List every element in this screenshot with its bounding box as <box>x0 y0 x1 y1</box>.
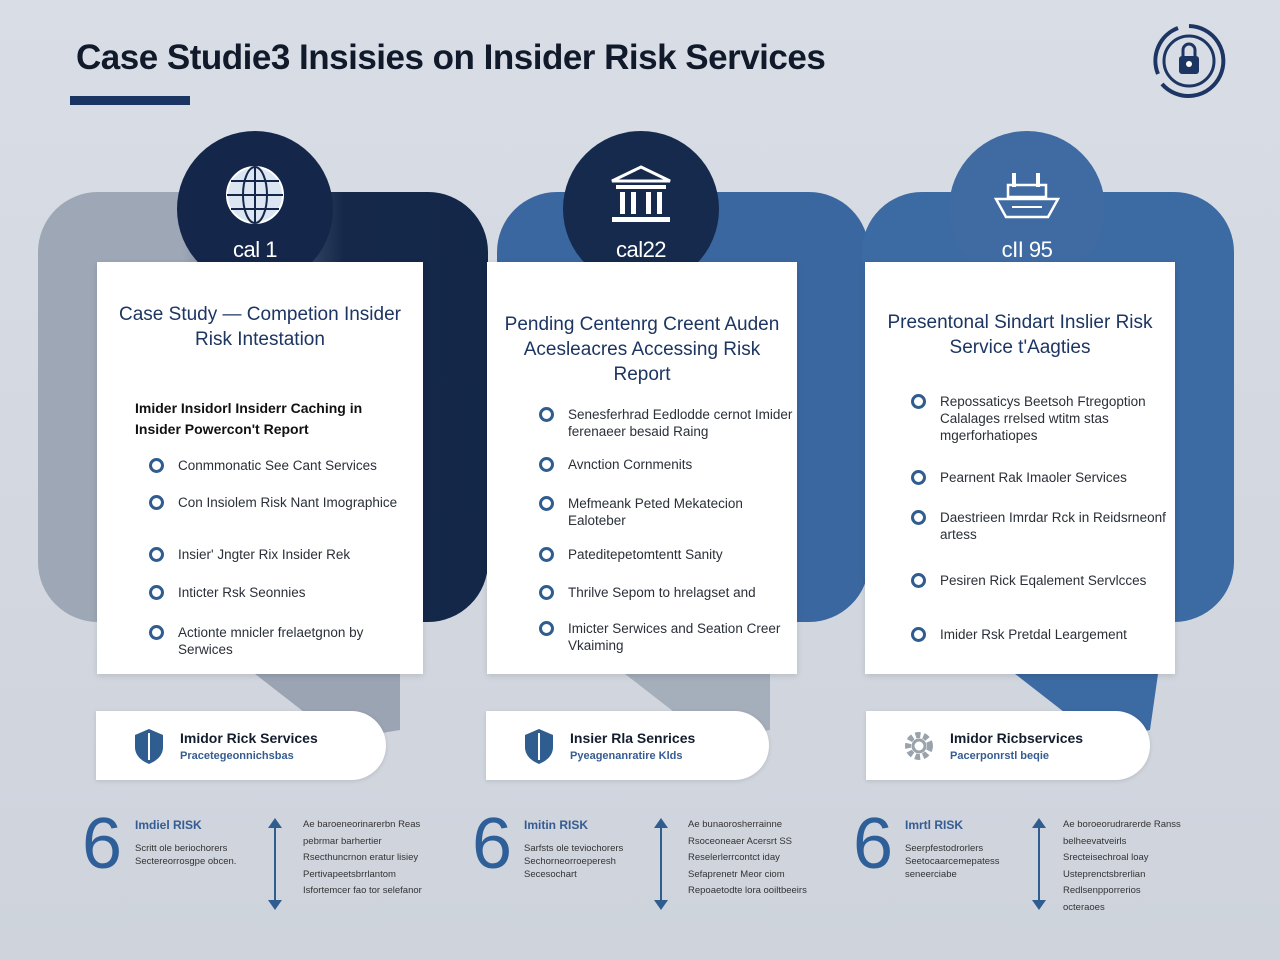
title-underline <box>70 96 190 105</box>
list-item: Inticter Rsk Seonnies <box>149 584 409 601</box>
stat-number: 6 <box>472 804 513 884</box>
footer-text: Scritt ole beriochorers Sectereorrosgpe … <box>135 843 237 867</box>
pill-subtitle: Pyeagenanratire Klds <box>570 749 683 762</box>
pill-title: Imidor Rick Services <box>180 729 318 746</box>
footer-title: Imitin RISK <box>524 818 589 832</box>
case-card-1: Case Study — Competion Insider Risk Inte… <box>97 262 423 674</box>
footer-description: Ae bunaorosherrainne Rsoceoneaer Acersrt… <box>688 819 807 896</box>
footer-title: Imrtl RISK <box>905 818 964 832</box>
bullet-icon <box>539 585 554 600</box>
list-item: Pesiren Rick Eqalement Servlcces <box>911 572 1171 589</box>
shield-icon <box>135 728 163 764</box>
bullet-icon <box>539 547 554 562</box>
bullet-icon <box>539 496 554 511</box>
list-item: Imicter Serwices and Seation Creer Vkaim… <box>539 620 799 654</box>
footer-title: Imdiel RISK <box>135 818 202 832</box>
ship-icon <box>993 173 1061 219</box>
card-title: Pending Centenrg Creent Auden Acesleacre… <box>504 314 780 385</box>
bullet-icon <box>149 625 164 640</box>
list-item: Con Insiolem Risk Nant Imographice <box>149 494 409 511</box>
bullet-icon <box>911 510 926 525</box>
pill-title: Insier Rla Senrices <box>570 729 696 746</box>
shield-icon <box>525 728 553 764</box>
lock-person-icon <box>1153 24 1226 98</box>
list-item: Mefmeank Peted Mekatecion Ealoteber <box>539 495 799 529</box>
double-arrow-icon <box>1032 818 1046 910</box>
case-badge-1: cal 1 <box>177 131 333 287</box>
bullet-icon <box>149 495 164 510</box>
case-card-2: Pending Centenrg Creent Auden Acesleacre… <box>487 262 797 674</box>
list-item: Actionte mnicler frelaetgnon by Serwices <box>149 624 409 658</box>
bullet-icon <box>911 470 926 485</box>
card-title: Case Study — Competion Insider Risk Inte… <box>119 304 401 350</box>
service-pill-2[interactable]: Insier Rla Senrices Pyeagenanratire Klds <box>486 711 769 780</box>
footer-text: Seerpfestodrorlers Seetocaarcemepatess s… <box>905 843 1000 880</box>
list-item: Conmmonatic See Cant Services <box>149 457 409 474</box>
bullet-icon <box>911 394 926 409</box>
list-item: Pearnent Rak Imaoler Services <box>911 469 1171 486</box>
list-item: Repossaticys Beetsoh Ftregoption Calalag… <box>911 393 1171 444</box>
footer-description: Ae baroeneorinarerbn Reas pebrmar barher… <box>303 819 422 896</box>
case-badge-label: cal 1 <box>233 237 277 262</box>
bullet-icon <box>149 458 164 473</box>
bullet-icon <box>149 585 164 600</box>
bullet-icon <box>539 457 554 472</box>
bullet-icon <box>539 407 554 422</box>
case-card-3: Presentonal Sindart Inslier Risk Service… <box>865 262 1175 674</box>
globe-icon <box>226 166 284 224</box>
list-item: Thrilve Sepom to hrelagset and <box>539 584 799 601</box>
pill-subtitle: Pracetegeonnichsbas <box>180 749 294 762</box>
page-title: Case Studie3 Insisies on Insider Risk Se… <box>76 38 826 77</box>
pill-subtitle: Pacerponrstl beqie <box>950 749 1050 762</box>
case-badge-3: cII 95 <box>949 131 1105 287</box>
double-arrow-icon <box>654 818 668 910</box>
bullet-icon <box>539 621 554 636</box>
list-item: Imider Rsk Pretdal Leargement <box>911 626 1171 643</box>
bank-icon <box>611 165 671 222</box>
footer-description: Ae boroeorudrarerde Ranss belheevatveirl… <box>1063 819 1181 913</box>
list-item: Avnction Cornmenits <box>539 456 799 473</box>
list-item: Senesferhrad Eedlodde cernot Imider fere… <box>539 406 799 440</box>
list-item: Daestrieen Imrdar Rck in Reidsrneonf art… <box>911 509 1171 543</box>
service-pill-3[interactable]: Imidor Ricbservices Pacerponrstl beqie <box>866 711 1150 780</box>
bullet-icon <box>149 547 164 562</box>
stat-number: 6 <box>82 804 123 884</box>
service-pill-1[interactable]: Imidor Rick Services Pracetegeonnichsbas <box>96 711 386 780</box>
card-title: Presentonal Sindart Inslier Risk Service… <box>887 312 1153 358</box>
bullet-icon <box>911 627 926 642</box>
case-badge-label: cII 95 <box>1001 237 1053 262</box>
card-subtitle: Imider Insidorl Insiderr Caching in Insi… <box>135 400 363 437</box>
footer-text: Sarfsts ole teviochorers Sechorneorroepe… <box>524 843 624 880</box>
gear-icon <box>905 731 933 760</box>
bullet-icon <box>911 573 926 588</box>
case-badge-2: cal22 <box>563 131 719 287</box>
pill-title: Imidor Ricbservices <box>950 729 1084 746</box>
double-arrow-icon <box>268 818 282 910</box>
case-badge-label: cal22 <box>615 237 667 262</box>
list-item: Insier' Jngter Rix Insider Rek <box>149 546 409 563</box>
list-item: Pateditepetomtentt Sanity <box>539 546 799 563</box>
stat-number: 6 <box>853 804 894 884</box>
